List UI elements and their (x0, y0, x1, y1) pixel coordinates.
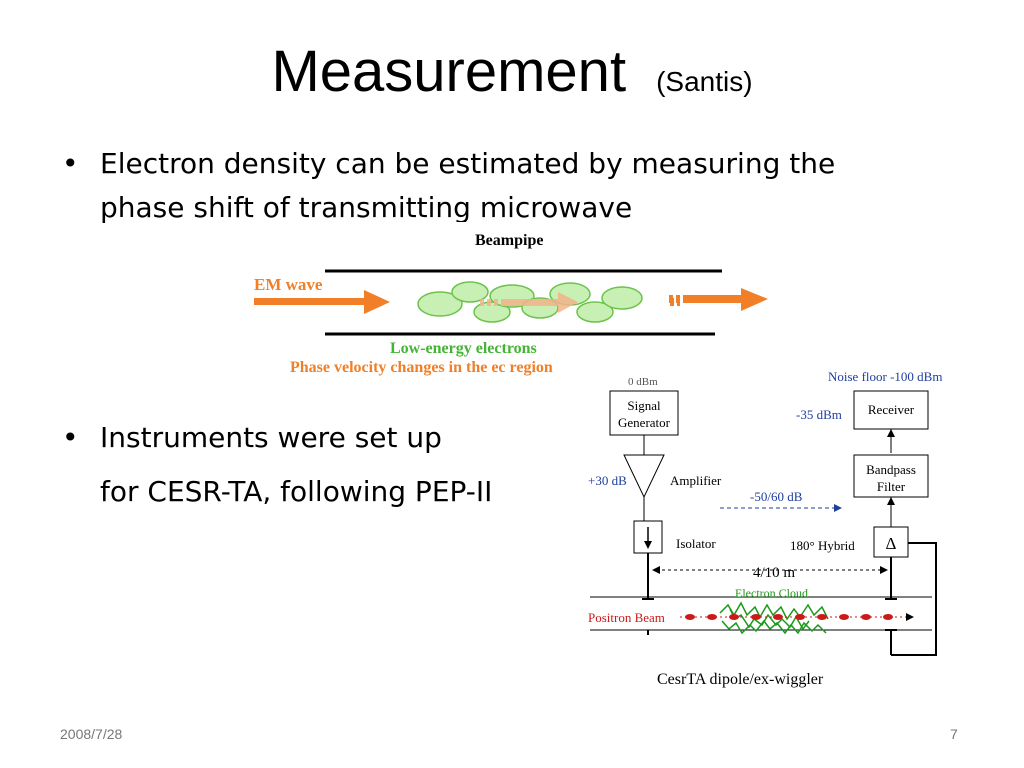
beampipe-label: Beampipe (475, 232, 543, 249)
bullet-1-text: Electron density can be estimated by mea… (100, 147, 836, 224)
electron-cloud-label: Electron Cloud (735, 586, 808, 600)
footer-date: 2008/7/28 (60, 726, 123, 742)
output-wave-arrow (669, 288, 768, 311)
slide-title: Measurement (Santis) (0, 38, 1024, 105)
positron-beam-label: Positron Beam (588, 610, 665, 625)
measurement-schematic: Noise floor -100 dBm 0 dBm Signal Genera… (588, 369, 942, 688)
receiver-label: Receiver (868, 402, 915, 417)
amplifier-label: Amplifier (670, 473, 722, 488)
amplifier-triangle-icon (623, 454, 665, 499)
signal-generator-line-2: Generator (618, 415, 671, 430)
beampipe-figure: Beampipe EM wave Low-energy electrons Ph… (240, 222, 680, 382)
bullet-2-line-1: Instruments were set up (100, 421, 442, 454)
bandpass-filter-box: Bandpass Filter (853, 454, 929, 498)
minus-35-dbm-label: -35 dBm (796, 407, 842, 422)
output-arrow-icon (669, 288, 768, 311)
bullet-2: • Instruments were set up for CESR-TA, f… (62, 416, 580, 514)
phase-velocity-label: Phase velocity changes in the ec region (290, 359, 553, 376)
title-subtitle: (Santis) (656, 66, 753, 97)
bullet-marker: • (62, 147, 79, 180)
distance-label: 4/10 m (753, 565, 795, 581)
title-main: Measurement (271, 39, 627, 104)
schematic-caption: CesrTA dipole/ex-wiggler (657, 671, 824, 688)
beampipe-figure-right (680, 269, 722, 336)
em-wave-label: EM wave (254, 275, 323, 294)
bullet-1: • Electron density can be estimated by m… (62, 142, 920, 230)
bandpass-line-2: Filter (877, 479, 906, 494)
arrow-up-bpf-icon (887, 497, 895, 505)
receiver-box: Receiver (853, 390, 929, 430)
hybrid-label: 180° Hybrid (790, 538, 855, 553)
plus-30-db-label: +30 dB (588, 473, 627, 488)
arrow-up-receiver-icon (887, 429, 895, 437)
noise-floor-label: Noise floor -100 dBm (828, 369, 942, 384)
low-energy-electrons-label: Low-energy electrons (390, 340, 537, 357)
positron-bunches (685, 614, 893, 620)
page-number: 7 (950, 726, 958, 742)
attenuated-wave-arrow-icon (480, 292, 578, 313)
distance-arrow-right-icon (880, 566, 888, 574)
distance-arrow-left-icon (652, 566, 660, 574)
hybrid-delta-symbol: Δ (886, 534, 897, 553)
hybrid-box: Δ (873, 526, 909, 558)
signal-generator-line-1: Signal (627, 398, 661, 413)
em-wave-arrow-left-icon (254, 290, 390, 314)
isolator-arrow-icon (644, 541, 652, 549)
bandpass-line-1: Bandpass (866, 462, 916, 477)
bullet-2-line-2: for CESR-TA, following PEP-II (100, 475, 493, 508)
dbm-top-left-label: 0 dBm (628, 376, 658, 388)
hybrid-return-wire (891, 542, 937, 656)
bullet-marker: • (62, 421, 79, 454)
minus-50-60-db-label: -50/60 dB (750, 489, 803, 504)
isolator-box (633, 520, 663, 554)
attenuation-arrow-head-icon (834, 504, 842, 512)
positron-beam-arrow-icon (906, 613, 914, 621)
signal-generator-box: Signal Generator (609, 390, 679, 436)
isolator-label: Isolator (676, 536, 716, 551)
